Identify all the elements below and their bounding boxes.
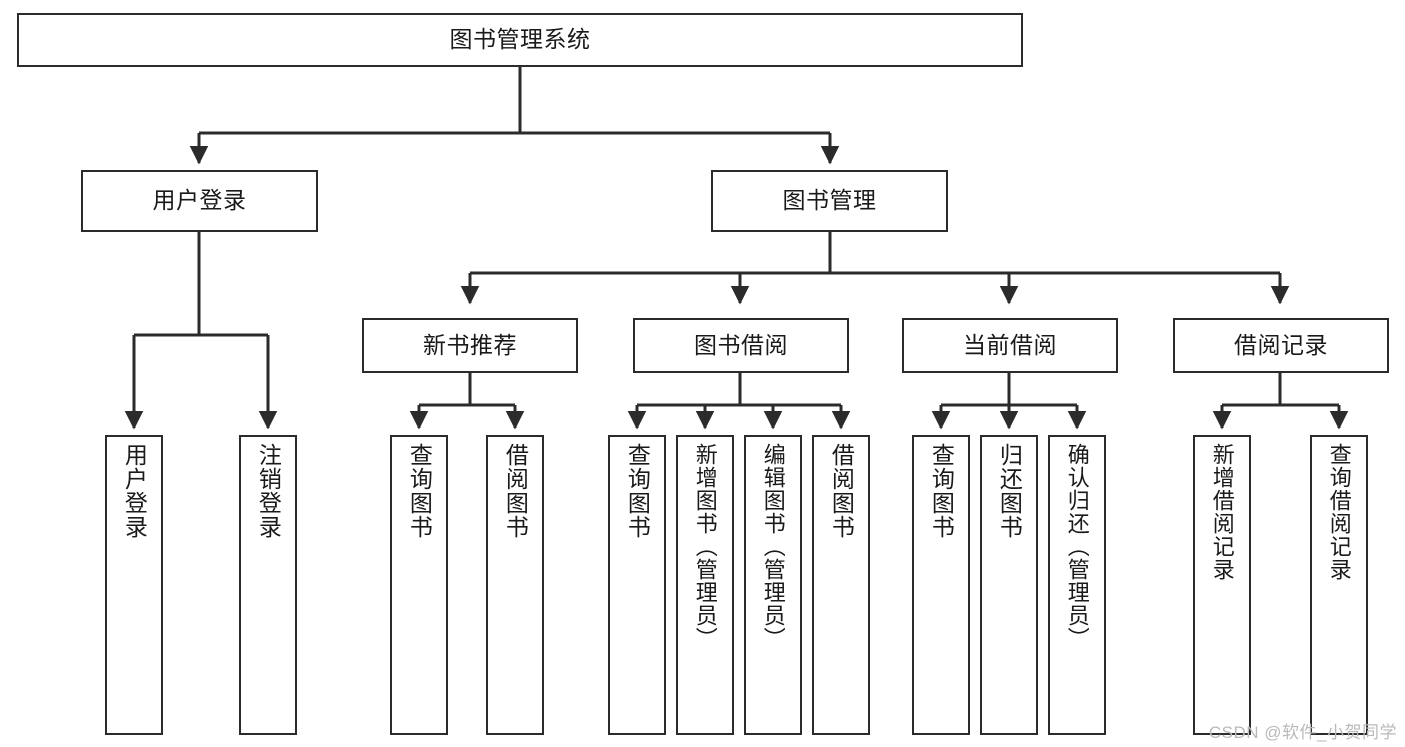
node-label: 查询图书 [624, 443, 651, 539]
node-label: 用户登录 [152, 187, 247, 214]
node-user-login[interactable]: 用户登录 [81, 170, 318, 232]
node-label: 新增借阅记录 [1209, 443, 1235, 581]
leaf-new-book-query[interactable]: 查询图书 [390, 435, 448, 735]
node-label: 当前借阅 [963, 331, 1057, 358]
leaf-user-login[interactable]: 用户登录 [105, 435, 163, 735]
node-label: 借阅记录 [1234, 331, 1328, 358]
leaf-edit-book-admin[interactable]: 编辑图书（管理员） [744, 435, 802, 735]
leaf-logout[interactable]: 注销登录 [239, 435, 297, 735]
node-label: 查询图书 [928, 443, 955, 539]
node-label: 查询借阅记录 [1326, 443, 1352, 581]
node-root-book-management-system[interactable]: 图书管理系统 [17, 13, 1023, 67]
node-label: 新增图书（管理员） [692, 443, 718, 650]
leaf-confirm-return-admin[interactable]: 确认归还（管理员） [1048, 435, 1106, 735]
node-book-borrow[interactable]: 图书借阅 [633, 318, 849, 373]
leaf-new-book-borrow[interactable]: 借阅图书 [486, 435, 544, 735]
leaf-current-query-book[interactable]: 查询图书 [912, 435, 970, 735]
node-label: 编辑图书（管理员） [760, 443, 786, 650]
node-new-book-recommend[interactable]: 新书推荐 [362, 318, 578, 373]
node-label: 图书借阅 [694, 331, 788, 358]
leaf-borrow-book[interactable]: 借阅图书 [812, 435, 870, 735]
node-label: 借阅图书 [828, 443, 855, 539]
node-label: 注销登录 [255, 443, 282, 539]
node-label: 确认归还（管理员） [1064, 443, 1090, 650]
watermark: CSDN @软件_小贺同学 [1208, 723, 1397, 742]
node-label: 借阅图书 [502, 443, 529, 539]
node-borrow-record[interactable]: 借阅记录 [1173, 318, 1389, 373]
node-label: 图书管理 [782, 187, 877, 214]
node-book-management[interactable]: 图书管理 [711, 170, 948, 232]
node-label: 归还图书 [996, 443, 1023, 539]
leaf-add-borrow-record[interactable]: 新增借阅记录 [1193, 435, 1251, 735]
node-label: 新书推荐 [423, 331, 517, 358]
leaf-query-borrow-record[interactable]: 查询借阅记录 [1310, 435, 1368, 735]
node-label: 用户登录 [121, 443, 148, 539]
node-current-borrow[interactable]: 当前借阅 [902, 318, 1118, 373]
leaf-borrow-query-book[interactable]: 查询图书 [608, 435, 666, 735]
node-label: 查询图书 [406, 443, 433, 539]
node-label: 图书管理系统 [449, 26, 591, 53]
leaf-return-book[interactable]: 归还图书 [980, 435, 1038, 735]
leaf-add-book-admin[interactable]: 新增图书（管理员） [676, 435, 734, 735]
